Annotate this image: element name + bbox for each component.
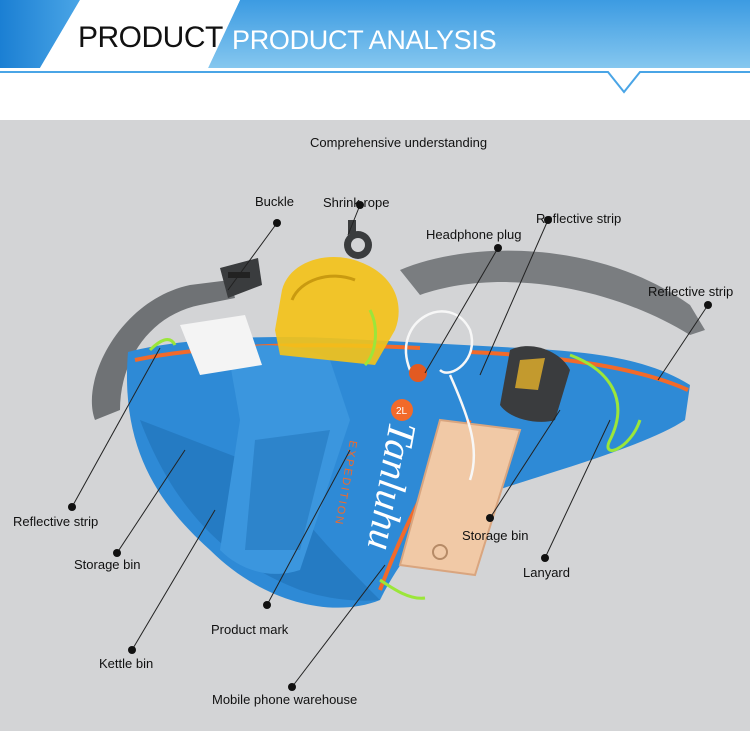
kettle-mesh (245, 430, 330, 550)
header-banner: PRODUCT PRODUCT ANALYSIS (0, 0, 750, 120)
section-subtitle: Comprehensive understanding (310, 135, 488, 150)
label-storage-bin-left: Storage bin (74, 557, 141, 572)
label-kettle-bin: Kettle bin (99, 656, 154, 671)
label-shrink-rope: Shrink rope (323, 195, 390, 210)
label-headphone-plug: Headphone plug (426, 227, 522, 242)
label-reflective-strip-right: Reflective strip (648, 284, 734, 299)
label-storage-bin-right: Storage bin (462, 528, 529, 543)
waist-strap-right (400, 250, 705, 335)
bottle (275, 257, 399, 365)
phone (398, 418, 522, 577)
capacity-badge (391, 399, 413, 421)
label-reflective-strip-left: Reflective strip (13, 514, 99, 529)
page-title: PRODUCT (78, 21, 223, 54)
leader-lines (71, 204, 709, 688)
lanyard-cord (569, 353, 642, 452)
waist-strap-left (91, 280, 235, 420)
svg-text:2L: 2L (396, 406, 408, 417)
label-lanyard: Lanyard (523, 565, 570, 580)
headphone-cord (404, 310, 474, 374)
label-product-mark: Product mark (211, 622, 289, 637)
reflective-trim-right (469, 350, 689, 392)
label-buckle: Buckle (255, 194, 295, 209)
banner-graphic (0, 0, 750, 94)
headphone-plug (409, 364, 427, 382)
page-subtitle: PRODUCT ANALYSIS (232, 25, 497, 55)
pouch (180, 315, 262, 375)
bag-illustration: Tanluhu EXPEDITION 2L (68, 201, 712, 691)
shrink-rope-cord (363, 309, 377, 367)
leader-dots (68, 201, 712, 691)
product-diagram: Tanluhu EXPEDITION 2L (0, 120, 750, 731)
label-mobile-phone-warehouse: Mobile phone warehouse (212, 692, 358, 707)
label-reflective-strip-top: Reflective strip (536, 211, 622, 226)
